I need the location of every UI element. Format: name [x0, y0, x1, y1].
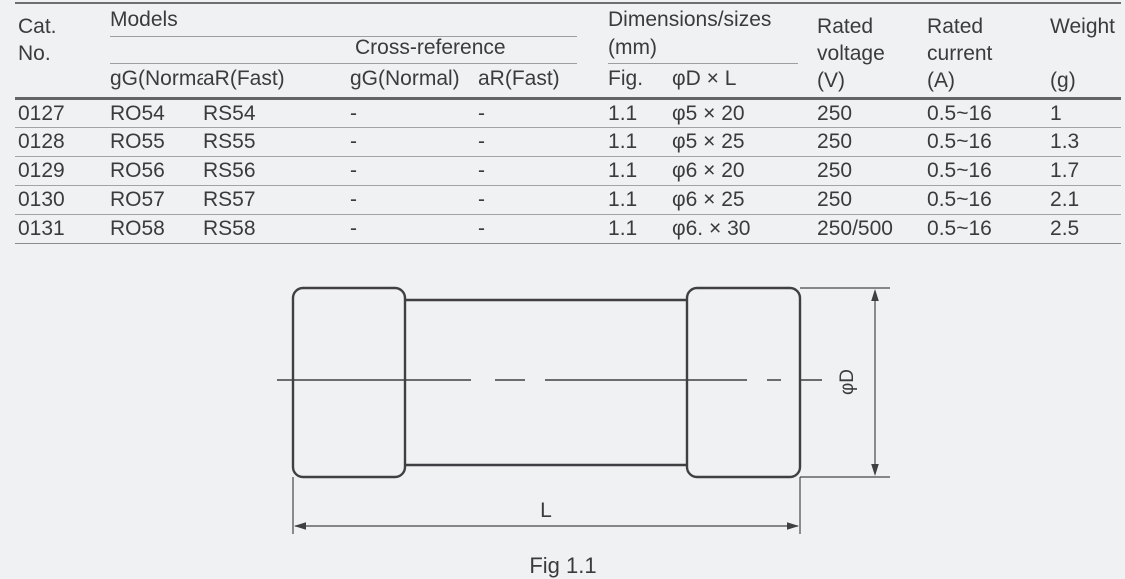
cell-ar-fast: RS55 — [203, 127, 350, 157]
fuse-technical-drawing: φD L Fig 1.1 — [277, 286, 890, 578]
col-header-ar-fast: aR(Fast) — [203, 67, 285, 90]
cell-ar-fast: RS56 — [203, 156, 350, 186]
cell-xref-ar: - — [478, 98, 609, 128]
col-header-models: Models — [110, 7, 178, 31]
cell-xref-ar: - — [478, 156, 609, 186]
cell-rated-current: 0.5~16 — [927, 156, 1051, 186]
diameter-arrow-bottom — [871, 464, 879, 476]
cell-ar-fast: RS54 — [203, 98, 350, 128]
cell-cat-no: 0131 — [15, 214, 110, 244]
table-row: 0131 RO58 RS58 - - 1.1 φ6. × 30 250/500 … — [15, 214, 1122, 244]
cell-rated-current: 0.5~16 — [927, 127, 1051, 157]
cell-gg-normal: RO57 — [110, 185, 203, 215]
cell-d-x-l: φ5 × 20 — [672, 98, 818, 128]
figure-caption: Fig 1.1 — [529, 553, 596, 578]
fuse-left-cap — [291, 286, 407, 479]
col-header-mm: (mm) — [608, 35, 657, 59]
models-group-underline — [110, 36, 577, 37]
cell-gg-normal: RO54 — [110, 98, 203, 128]
col-header-cat-no: Cat. No. — [15, 3, 110, 99]
length-arrow-right — [787, 522, 799, 530]
cell-weight: 2.1 — [1050, 185, 1122, 215]
dimensions-underline — [608, 63, 798, 64]
header-row-2: Cross-reference (mm) — [15, 35, 1121, 64]
dimension-label-diameter: φD — [837, 369, 858, 395]
cell-d-x-l: φ6 × 20 — [672, 156, 818, 186]
cell-weight: 1 — [1050, 98, 1122, 128]
table-row: 0127 RO54 RS54 - - 1.1 φ5 × 20 250 0.5~1… — [15, 98, 1122, 128]
diameter-arrow-top — [871, 289, 879, 301]
cell-fig: 1.1 — [608, 98, 673, 128]
cell-xref-ar: - — [478, 214, 609, 244]
cell-ar-fast: RS57 — [203, 185, 350, 215]
cell-xref-gg: - — [350, 156, 478, 186]
no-label: No. — [18, 42, 51, 65]
models-subheader-spacer — [110, 35, 350, 64]
col-header-rated-voltage: Rated voltage (V) — [817, 15, 885, 92]
cell-xref-gg: - — [350, 214, 478, 244]
cell-rated-current: 0.5~16 — [927, 214, 1051, 244]
col-header-dimensions: Dimensions/sizes — [608, 7, 772, 31]
cell-xref-gg: - — [350, 127, 478, 157]
col-header-d-x-l: φD × L — [672, 67, 737, 90]
cell-d-x-l: φ6 × 25 — [672, 185, 818, 215]
cell-xref-ar: - — [478, 185, 609, 215]
col-header-rated-current: Rated current (A) — [927, 15, 993, 92]
cell-cat-no: 0127 — [15, 98, 110, 128]
header-row-1: Cat. No. Models Dimensions/sizes Rated v… — [15, 3, 1121, 92]
cell-fig: 1.1 — [608, 185, 673, 215]
col-header-weight: Weight (g) — [1050, 15, 1116, 92]
cell-weight: 1.3 — [1050, 127, 1122, 157]
fuse-spec-table: Cat. No. Models Dimensions/sizes Rated v… — [15, 2, 1122, 244]
cell-xref-ar: - — [478, 127, 609, 157]
cell-ar-fast: RS58 — [203, 214, 350, 244]
cell-cat-no: 0130 — [15, 185, 110, 215]
col-header-gg-normal: gG(Normal) — [110, 67, 203, 90]
col-header-xref-gg-normal: gG(Normal) — [350, 67, 460, 90]
cell-fig: 1.1 — [608, 214, 673, 244]
cell-rated-voltage: 250 — [817, 98, 928, 128]
cell-rated-voltage: 250/500 — [817, 214, 928, 244]
cell-d-x-l: φ5 × 25 — [672, 127, 818, 157]
table-row: 0129 RO56 RS56 - - 1.1 φ6 × 20 250 0.5~1… — [15, 156, 1122, 186]
cell-rated-current: 0.5~16 — [927, 185, 1051, 215]
cell-weight: 1.7 — [1050, 156, 1122, 186]
cell-rated-voltage: 250 — [817, 127, 928, 157]
cell-d-x-l: φ6. × 30 — [672, 214, 818, 244]
col-header-fig: Fig. — [608, 67, 644, 90]
col-header-xref-ar-fast: aR(Fast) — [478, 67, 560, 90]
cell-gg-normal: RO56 — [110, 156, 203, 186]
cell-rated-current: 0.5~16 — [927, 98, 1051, 128]
cell-cat-no: 0128 — [15, 127, 110, 157]
cell-weight: 2.5 — [1050, 214, 1122, 244]
col-header-cross-reference: Cross-reference — [355, 35, 506, 59]
cell-xref-gg: - — [350, 185, 478, 215]
cell-fig: 1.1 — [608, 127, 673, 157]
cell-cat-no: 0129 — [15, 156, 110, 186]
cell-rated-voltage: 250 — [817, 156, 928, 186]
fuse-right-cap — [685, 286, 802, 479]
table-row: 0130 RO57 RS57 - - 1.1 φ6 × 25 250 0.5~1… — [15, 185, 1122, 215]
cell-xref-gg: - — [350, 98, 478, 128]
length-arrow-left — [294, 522, 306, 530]
cell-rated-voltage: 250 — [817, 185, 928, 215]
cat-label: Cat. — [18, 15, 57, 38]
cell-fig: 1.1 — [608, 156, 673, 186]
cell-gg-normal: RO58 — [110, 214, 203, 244]
header-row-3: gG(Normal) aR(Fast) gG(Normal) aR(Fast) … — [15, 64, 1121, 99]
cell-gg-normal: RO55 — [110, 127, 203, 157]
table-row: 0128 RO55 RS55 - - 1.1 φ5 × 25 250 0.5~1… — [15, 127, 1122, 157]
cross-reference-underline — [110, 63, 577, 64]
dimension-label-length: L — [540, 499, 552, 522]
